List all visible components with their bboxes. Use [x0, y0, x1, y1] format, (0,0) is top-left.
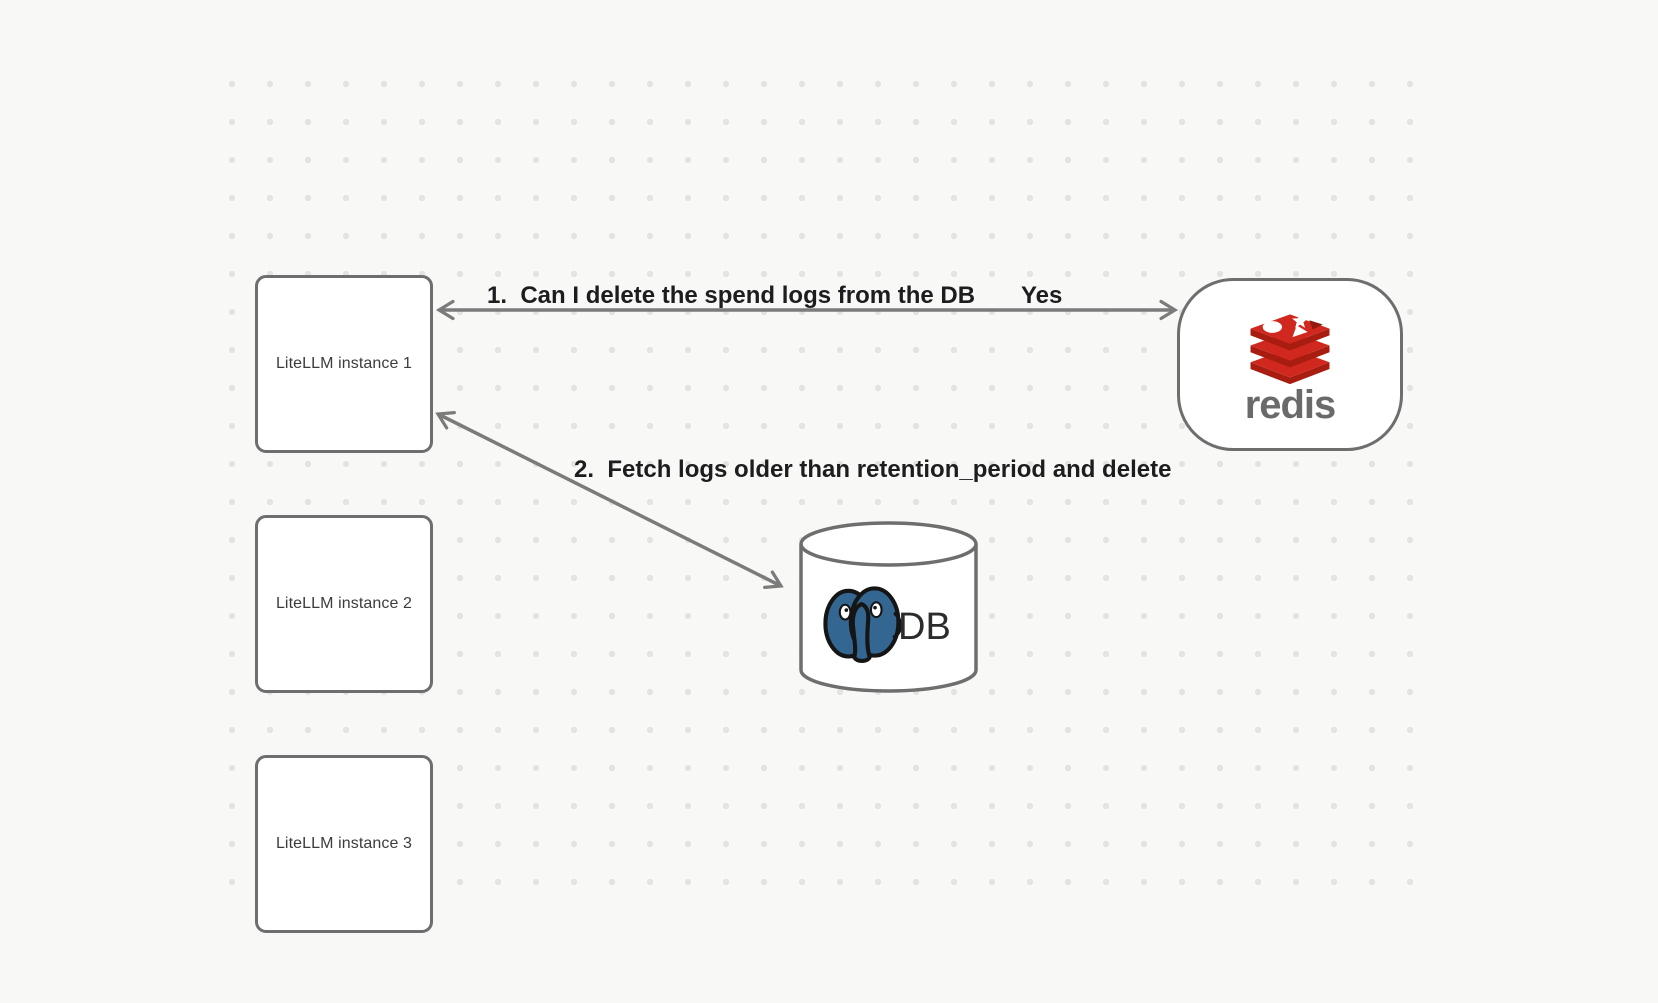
node-litellm-instance-1[interactable]: LiteLLM instance 1: [255, 275, 433, 453]
db-label: DB: [898, 606, 951, 648]
node-litellm-instance-2[interactable]: LiteLLM instance 2: [255, 515, 433, 693]
node-litellm-instance-3[interactable]: LiteLLM instance 3: [255, 755, 433, 933]
edge1-response-label: Yes: [1021, 282, 1063, 309]
edge-fetch-delete-arrow[interactable]: [435, 411, 784, 589]
litellm-instance-1-label: LiteLLM instance 1: [275, 355, 413, 372]
edge1-label: 1. Can I delete the spend logs from the …: [487, 282, 976, 309]
node-database[interactable]: DB: [799, 521, 978, 693]
litellm-instance-3-label: LiteLLM instance 3: [275, 835, 413, 852]
redis-wordmark: redis: [1244, 382, 1337, 427]
edge2-label: 2. Fetch logs older than retention_perio…: [574, 456, 1172, 483]
litellm-instance-2-label: LiteLLM instance 2: [275, 595, 413, 612]
postgresql-elephant-icon: [823, 586, 903, 663]
redis-logo-icon: [1250, 312, 1330, 384]
node-redis[interactable]: redis: [1177, 278, 1403, 451]
